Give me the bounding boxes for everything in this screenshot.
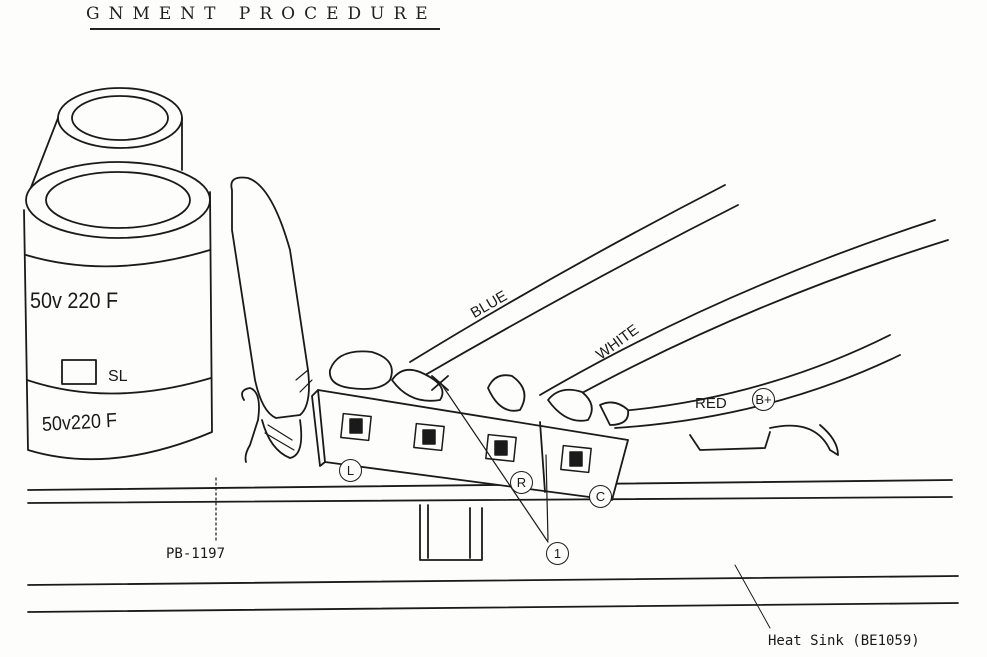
support-post [419, 504, 483, 561]
wire-red-path [609, 334, 901, 456]
terminal-c-label: C [589, 485, 612, 508]
capacitor-mark-label: SL [108, 368, 128, 385]
terminal-bplus-label: B+ [752, 388, 775, 411]
callout-leaders [215, 375, 771, 629]
title-underline [90, 28, 440, 30]
page-title: GNMENT PROCEDURE [86, 4, 437, 24]
pcb-board [311, 389, 629, 501]
solder-joints [328, 350, 630, 426]
terminal-l-label: L [339, 459, 362, 482]
capacitor-bottom-label: 50v220 F [41, 409, 118, 436]
wire-white-path [539, 219, 949, 406]
callout-1-label: 1 [546, 542, 569, 565]
sleeved-component [230, 176, 313, 463]
terminal-r-label: R [510, 471, 533, 494]
capacitor-back [29, 87, 183, 191]
heat-sink [27, 479, 959, 613]
wire-red-label: RED [695, 395, 727, 412]
wire-blue-path [409, 184, 739, 379]
transistor-pads [340, 412, 592, 474]
capacitor-front [23, 161, 213, 461]
heat-sink-label: Heat Sink (BE1059) [768, 633, 920, 649]
capacitor-top-label: 50v 220 F [30, 288, 119, 313]
board-label: PB-1197 [166, 546, 226, 562]
